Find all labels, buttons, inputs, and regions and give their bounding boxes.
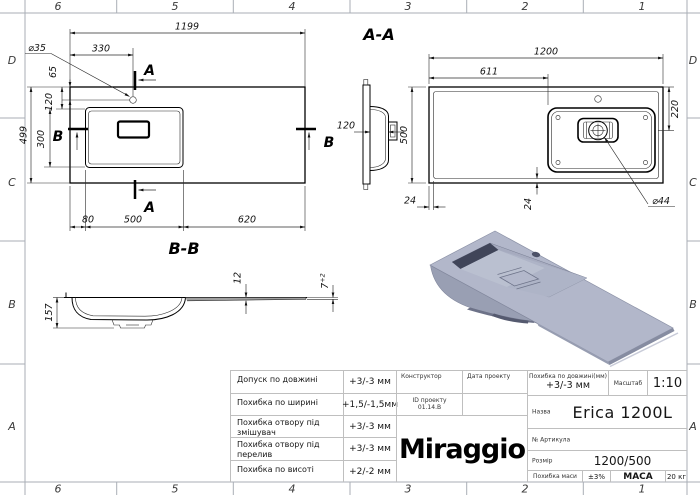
size-value: 1200/500 [593,453,652,468]
dim-basin-w: 500 [124,215,142,226]
iso-render [429,230,679,368]
zone-right-a: A [688,420,697,433]
dim-edge-to-basin: 120 [44,93,55,111]
zone-right-d: D [689,54,697,67]
article-cell: № Артикула [527,428,687,450]
zone-left-a: A [7,420,16,433]
tolerance-value-2: +1,5/-1,5мм [342,393,398,415]
drain-hole [588,120,608,141]
dim-tip-7: 7+2 [319,273,332,289]
mass-tolerance-value-cell: ±3% [582,470,610,482]
dim-plan-depth: 499 [19,126,30,144]
project-date-cell: Дата проекту [462,370,527,393]
zone-top-2: 2 [522,0,529,13]
zone-bottom-6: 6 [55,483,62,495]
section-marker-b-right: B [324,135,335,151]
length-tolerance-label: Похибка по довжині(мм) [528,373,608,380]
scale-value-cell: 1:10 [647,370,687,395]
dim-slab-12: 12 [233,272,244,284]
dim-basin-depth: 300 [36,130,47,148]
section-marker-a-top: A [143,63,155,79]
constructor-cell: Конструктор [396,370,462,393]
overflow-assembly [577,117,619,143]
zone-top-3: 3 [405,0,412,13]
project-id-label: ID проекту [412,397,447,404]
tolerance-label-3: Похибка отвору під змішувач [230,415,343,437]
zone-left-b: B [8,298,16,311]
section-aa-title: A-A [361,25,394,44]
dim-aa-width: 1200 [534,47,558,58]
zone-left-d: D [8,54,16,67]
overflow-hole [116,120,151,139]
tolerance-value-5: +2/-2 мм [343,460,396,482]
section-aa-view: A-A 120 1200 611 [337,25,681,210]
zone-left-c: C [8,176,16,189]
dim-drain-dia: ⌀44 [652,196,670,207]
mass-tolerance-label-cell: Похибка маси [527,470,582,482]
iso-faucet-hole [531,251,541,258]
mass-label-cell: МАСА [610,470,665,482]
dim-bowl-120: 120 [337,121,355,132]
dim-basin-off: 611 [480,67,498,78]
zone-right-c: C [689,176,697,189]
mass-value-cell: 20 кг [665,470,687,482]
dim-plan-width: 1199 [175,22,199,33]
dim-bottom-24: 24 [523,198,534,210]
empty-cell [462,393,527,415]
dim-left-off: 80 [82,215,94,226]
name-cell: Назва Erica 1200L [527,395,687,428]
project-id-value: 01.14.B [417,404,442,411]
zone-bottom-2: 2 [522,483,529,495]
tolerance-label-2: Похибка по ширині [230,393,343,415]
zone-top-4: 4 [289,0,296,13]
zone-top-6: 6 [55,0,62,13]
plan-view: 1199 330 ⌀35 65 120 300 499 80 [19,22,335,231]
section-bb-view: B-B 157 12 7+2 [44,239,338,329]
dim-bb-height: 157 [44,303,55,321]
dim-aa-depth: 500 [399,126,410,144]
zone-top-5: 5 [172,0,179,13]
dim-faucet-dia: ⌀35 [28,43,46,54]
project-id-cell: ID проекту 01.14.B [396,393,462,415]
name-label: Назва [532,408,551,416]
dim-faucet-x: 330 [92,44,110,55]
tolerance-value-4: +3/-3 мм [343,437,396,460]
article-label: № Артикула [532,436,571,443]
length-tolerance-value: +3/-3 мм [545,380,591,391]
scale-label-cell: Масштаб [608,370,647,395]
tolerance-value-3: +3/-3 мм [343,415,396,437]
zone-bottom-3: 3 [405,483,412,495]
tolerance-label-5: Похибка по висоті [230,460,343,482]
brand-logo: Miraggio [398,433,526,465]
iso-overflow-cover [498,270,540,287]
tolerance-value-1: +3/-3 мм [343,370,396,393]
tolerance-label-1: Допуск по довжині [230,370,343,393]
size-cell: Розмір 1200/500 [527,450,687,470]
zone-bottom-1: 1 [639,483,646,495]
size-label: Розмір [532,457,553,464]
zone-top-1: 1 [639,0,646,13]
tolerance-label-4: Похибка отвору під перелив [230,437,343,460]
faucet-hole-aa [594,95,602,103]
product-name: Erica 1200L [572,402,673,422]
section-bb-title: B-B [168,239,199,258]
brand-cell: Miraggio [396,415,527,482]
zone-bottom-4: 4 [289,483,296,495]
length-tolerance-cell: Похибка по довжині(мм) +3/-3 мм [527,370,608,395]
faucet-hole [129,96,137,104]
dim-right-off: 620 [238,215,256,226]
section-marker-b-left: B [53,129,64,145]
dim-wall-24: 24 [404,196,416,207]
dim-drain-y: 220 [670,100,681,118]
zone-bottom-5: 5 [172,483,179,495]
section-marker-a-bottom: A [143,200,155,216]
dim-edge-to-faucet: 65 [48,66,59,78]
zone-right-b: B [689,298,697,311]
